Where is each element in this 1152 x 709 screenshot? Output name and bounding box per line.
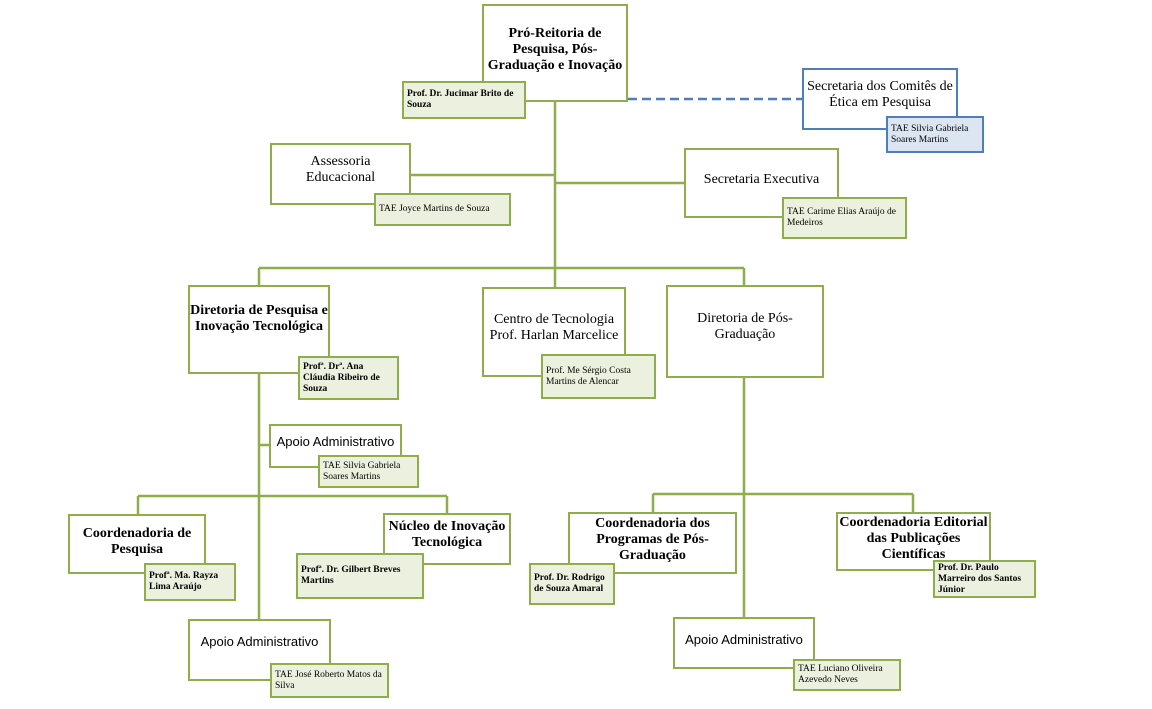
node-diretoria-pos[interactable]: Diretoria de Pós-Graduação <box>666 285 824 378</box>
node-title: Diretoria de Pesquisa e Inovação Tecnoló… <box>190 303 328 334</box>
person-name: TAE Silvia Gabriela Soares Martins <box>891 123 969 145</box>
person-coord-pesquisa: Profª. Ma. Rayza Lima Araújo <box>144 563 236 601</box>
node-title: Apoio Administrativo <box>685 632 803 647</box>
person-nucleo-inovacao: Profª. Dr. Gilbert Breves Martins <box>296 553 424 599</box>
node-title: Apoio Administrativo <box>200 634 319 649</box>
person-name: Prof. Dr. Jucimar Brito de Souza <box>407 89 514 110</box>
person-name: Profª. Dr. Gilbert Breves Martins <box>301 565 401 586</box>
node-comites-etica[interactable]: Secretaria dos Comitês de Ética em Pesqu… <box>802 68 958 130</box>
person-diretoria-pesquisa: Profª. Drª. Ana Cláudia Ribeiro de Souza <box>298 356 399 400</box>
node-title: Apoio Administrativo <box>276 434 395 449</box>
person-apoio-adm-1: TAE Silvia Gabriela Soares Martins <box>318 455 419 488</box>
node-proreitoria[interactable]: Pró-Reitoria de Pesquisa, Pós-Graduação … <box>482 4 628 102</box>
person-apoio-adm-3: TAE Luciano Oliveira Azevedo Neves <box>793 659 901 691</box>
person-name: Profª. Ma. Rayza Lima Araújo <box>149 571 219 592</box>
person-secretaria-exec: TAE Carime Elias Araújo de Medeiros <box>782 197 907 239</box>
node-title: Núcleo de Inovação Tecnológica <box>388 519 506 550</box>
person-name: TAE Silvia Gabriela Soares Martins <box>323 460 401 482</box>
person-centro-tecnologia: Prof. Me Sérgio Costa Martins de Alencar <box>541 354 656 399</box>
node-title: Coordenadoria dos Programas de Pós-Gradu… <box>595 516 710 563</box>
person-coord-programas: Prof. Dr. Rodrigo de Souza Amaral <box>529 563 615 605</box>
node-title: Coordenadoria Editorial das Publicações … <box>839 515 988 562</box>
node-coord-editorial[interactable]: Coordenadoria Editorial das Publicações … <box>836 512 991 571</box>
node-apoio-adm-3[interactable]: Apoio Administrativo <box>673 617 815 669</box>
node-title: Secretaria dos Comitês de Ética em Pesqu… <box>807 79 953 110</box>
person-name: TAE Carime Elias Araújo de Medeiros <box>787 207 896 228</box>
node-title: Pró-Reitoria de Pesquisa, Pós-Graduação … <box>487 26 623 73</box>
node-title: Diretoria de Pós-Graduação <box>697 311 793 342</box>
person-proreitoria: Prof. Dr. Jucimar Brito de Souza <box>402 81 526 119</box>
node-apoio-adm-2[interactable]: Apoio Administrativo <box>188 619 331 681</box>
person-name: Profª. Drª. Ana Cláudia Ribeiro de Souza <box>303 361 380 394</box>
person-name: TAE José Roberto Matos da Silva <box>275 669 382 691</box>
person-name: Prof. Dr. Rodrigo de Souza Amaral <box>534 573 605 594</box>
person-apoio-adm-2: TAE José Roberto Matos da Silva <box>270 663 389 698</box>
person-name: TAE Luciano Oliveira Azevedo Neves <box>798 664 883 685</box>
person-coord-editorial: Prof. Dr. Paulo Marreiro dos Santos Júni… <box>933 560 1036 598</box>
person-name: Prof. Dr. Paulo Marreiro dos Santos Júni… <box>938 562 1022 595</box>
node-title: Coordenadoria de Pesquisa <box>82 526 192 557</box>
person-comites-etica: TAE Silvia Gabriela Soares Martins <box>886 116 984 153</box>
person-name: Prof. Me Sérgio Costa Martins de Alencar <box>546 365 631 387</box>
node-title: Centro de Tecnologia Prof. Harlan Marcel… <box>489 312 619 343</box>
person-name: TAE Joyce Martins de Souza <box>379 204 490 214</box>
node-title: Assessoria Educacional <box>305 154 376 185</box>
node-title: Secretaria Executiva <box>703 172 820 187</box>
node-coord-programas[interactable]: Coordenadoria dos Programas de Pós-Gradu… <box>568 512 737 574</box>
person-assessoria: TAE Joyce Martins de Souza <box>374 193 511 226</box>
node-nucleo-inovacao[interactable]: Núcleo de Inovação Tecnológica <box>383 513 511 565</box>
